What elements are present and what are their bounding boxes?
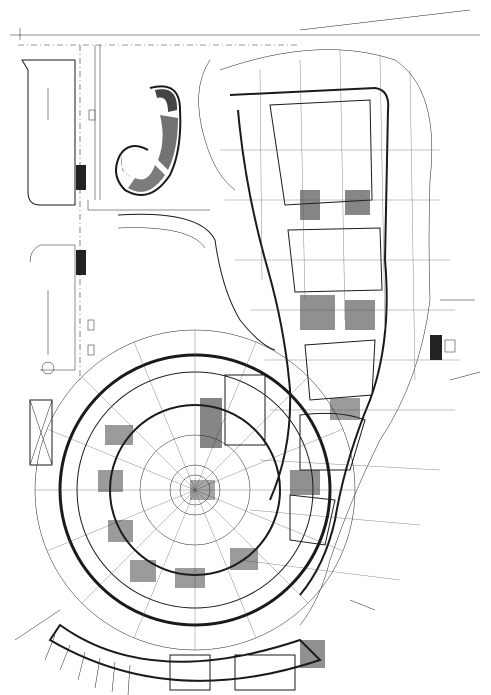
inner-drive [117,59,276,351]
spiral-pavilion [115,85,182,196]
bottom-annex [14,599,376,695]
road-and-parking [21,45,210,466]
rotunda [34,329,356,651]
main-building [219,49,481,626]
site-boundary [10,9,480,46]
